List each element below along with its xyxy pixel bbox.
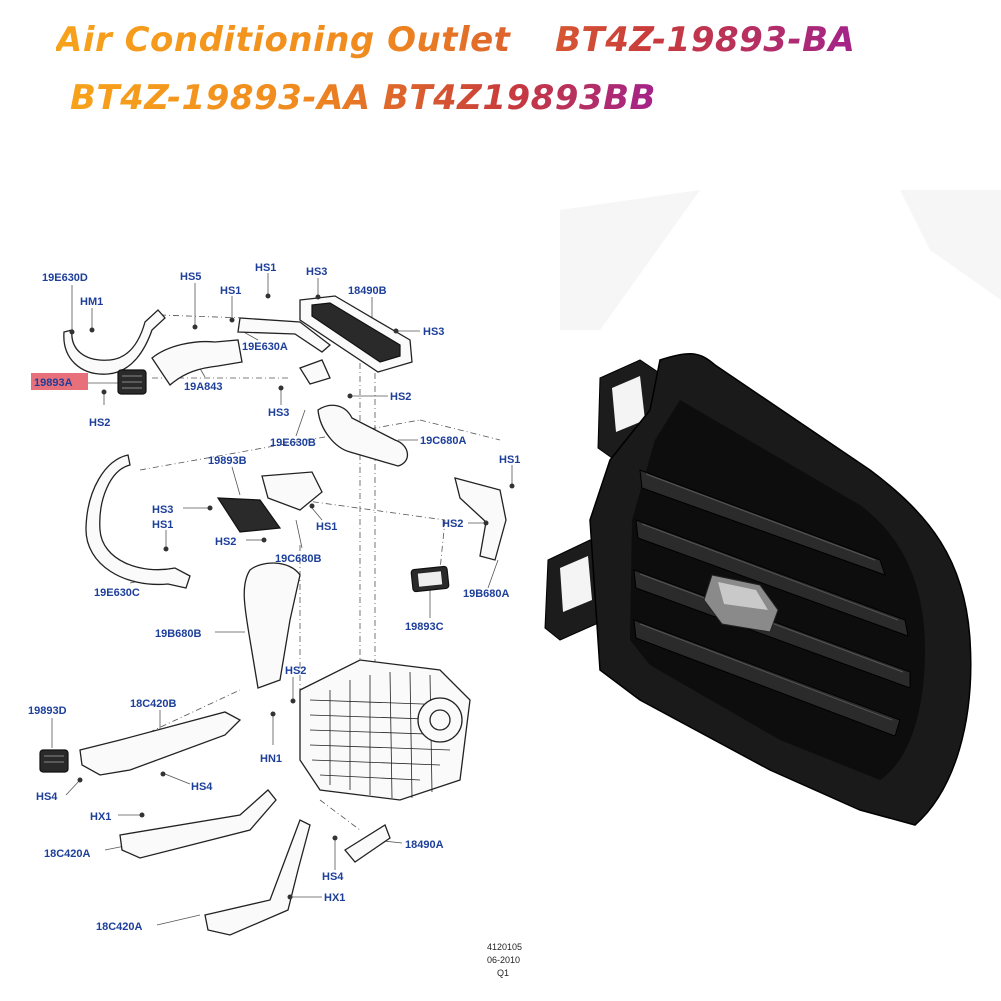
label-19e630d: 19E630D [42, 272, 88, 284]
label-18c420b: 18C420B [130, 698, 177, 710]
label-hx1-b: HX1 [324, 892, 345, 904]
duct-19e630c [85, 454, 191, 589]
duct-19e630a [237, 317, 332, 353]
duct-19e630d [63, 309, 166, 375]
duct-19e630b [299, 359, 331, 385]
label-19893a: 19893A [34, 377, 73, 389]
label-19893c: 19893C [405, 621, 444, 633]
part-labels: 19E630D HM1 HS5 HS1 HS1 HS3 18490B HS3 1… [28, 262, 520, 933]
label-19b680a: 19B680A [463, 588, 510, 600]
footer-code: 4120105 [487, 942, 522, 952]
label-19893b: 19893B [208, 455, 247, 467]
label-18490b: 18490B [348, 285, 387, 297]
footer-rev: Q1 [497, 968, 509, 978]
label-hs3-c: HS3 [268, 407, 289, 419]
label-19b680b: 19B680B [155, 628, 202, 640]
label-hs1-a: HS1 [255, 262, 276, 274]
label-hs1-e: HS1 [316, 521, 337, 533]
label-hs3-d: HS3 [152, 504, 173, 516]
footer-date: 06-2010 [487, 955, 520, 965]
label-hs2-b: HS2 [390, 391, 411, 403]
label-hs4-b: HS4 [36, 791, 58, 803]
label-19893d: 19893D [28, 705, 67, 717]
label-18c420a-b: 18C420A [96, 921, 143, 933]
duct-19b680a [454, 477, 507, 561]
label-19e630c: 19E630C [94, 587, 140, 599]
vent-19893b [216, 471, 323, 533]
duct-19c680a [317, 404, 409, 467]
title-line2: BT4Z-19893-AA BT4Z19893BB [70, 78, 656, 118]
label-18c420a-a: 18C420A [44, 848, 91, 860]
label-hs3-a: HS3 [306, 266, 327, 278]
label-hn1: HN1 [260, 753, 282, 765]
label-hs4-c: HS4 [322, 871, 344, 883]
label-hs3-b: HS3 [423, 326, 444, 338]
duct-18490b [299, 295, 413, 373]
label-hs1-d: HS1 [152, 519, 173, 531]
label-19e630a: 19E630A [242, 341, 288, 353]
duct-18c420a-upper [119, 789, 277, 859]
highlight-19893a [31, 373, 88, 390]
duct-18c420b [79, 711, 242, 776]
background-watermark-shape [560, 190, 1001, 330]
label-19c680b: 19C680B [275, 553, 322, 565]
label-19c680a: 19C680A [420, 435, 467, 447]
vent-19893c [410, 565, 450, 593]
label-hs1-b: HS1 [220, 285, 241, 297]
duct-18490a [344, 824, 391, 863]
diagram-footer: 4120105 06-2010 Q1 [487, 942, 522, 978]
fastener-screws [69, 293, 515, 900]
hvac-module [299, 659, 471, 801]
label-hs2-d: HS2 [442, 518, 463, 530]
label-hs2-e: HS2 [285, 665, 306, 677]
label-19e630b: 19E630B [270, 437, 316, 449]
label-hs1-c: HS1 [499, 454, 520, 466]
vent-19893a [117, 369, 147, 395]
label-18490a: 18490A [405, 839, 444, 851]
label-hs2-c: HS2 [215, 536, 236, 548]
duct-19a843 [151, 339, 243, 386]
product-photo-air-vent [544, 353, 972, 826]
label-hm1: HM1 [80, 296, 103, 308]
duct-19b680b [243, 562, 301, 689]
label-hs2-a: HS2 [89, 417, 110, 429]
vent-19893d [39, 749, 69, 773]
label-hs4-a: HS4 [191, 781, 213, 793]
label-19a843: 19A843 [184, 381, 223, 393]
label-hs5: HS5 [180, 271, 201, 283]
label-hx1-a: HX1 [90, 811, 111, 823]
duct-18c420a-lower [204, 819, 311, 936]
